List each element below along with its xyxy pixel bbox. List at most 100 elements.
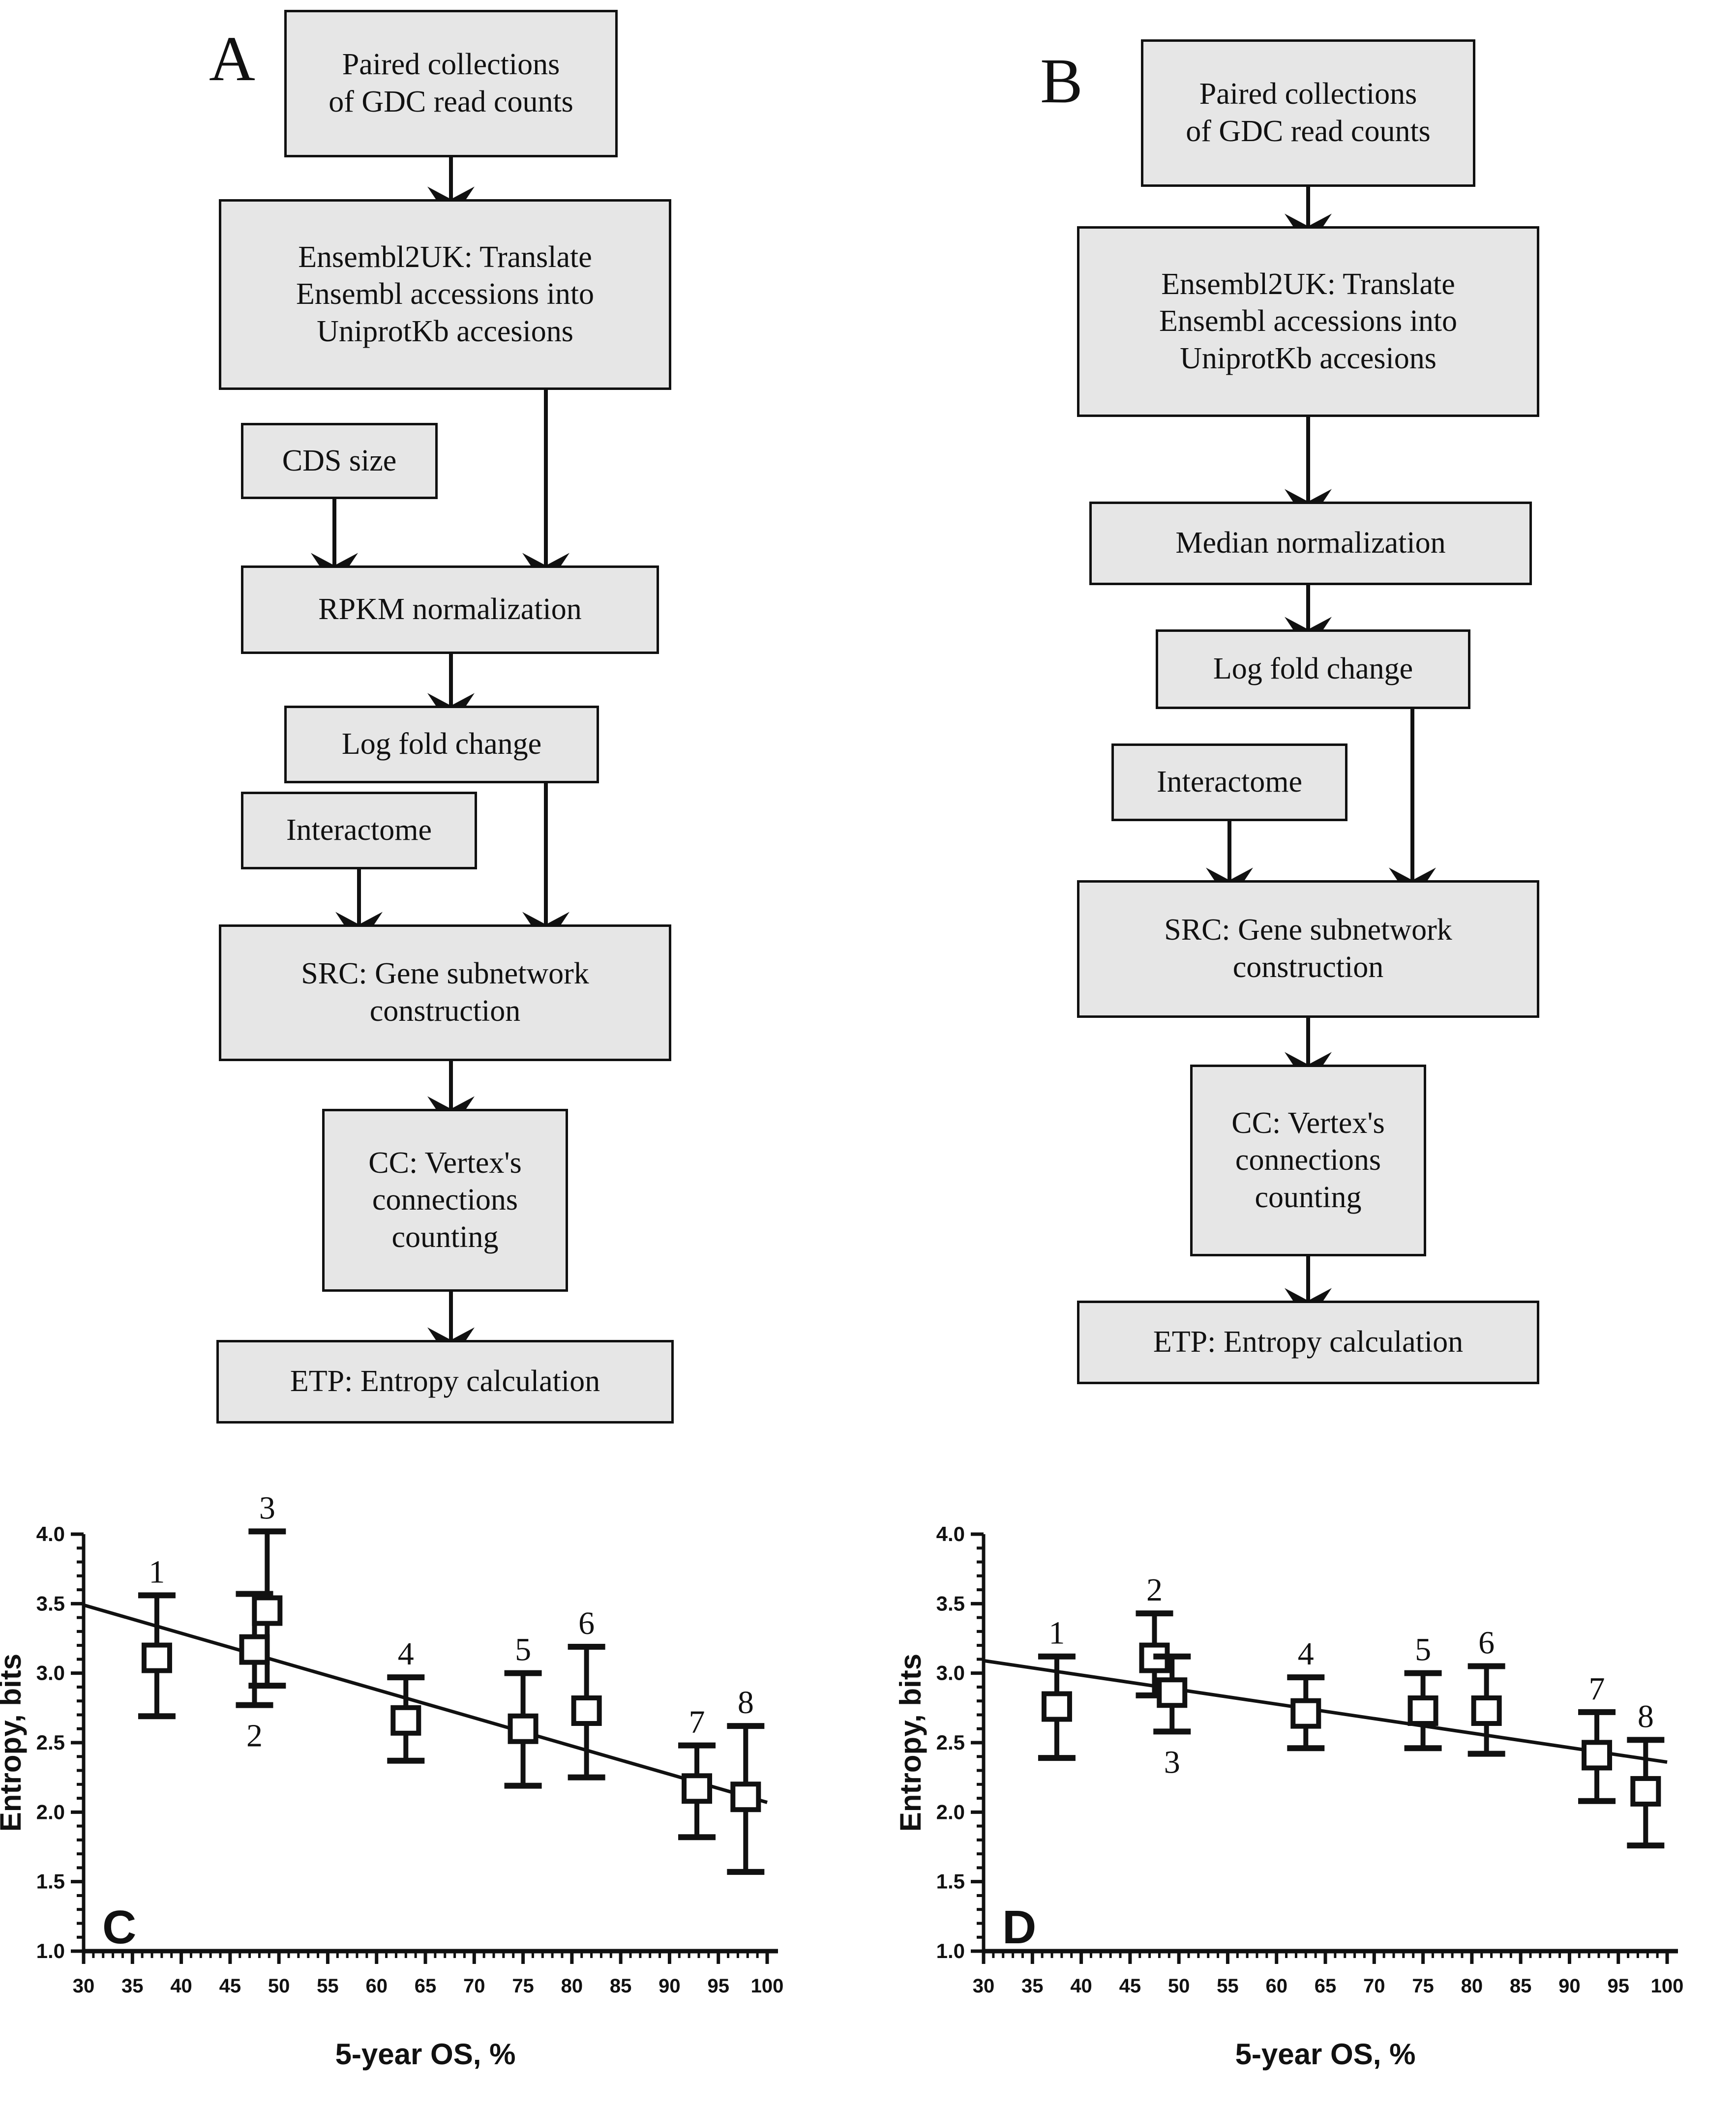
y-axis-title: Entropy, bits	[0, 1654, 27, 1832]
data-point-label: 2	[246, 1718, 263, 1754]
data-point: 4	[1287, 1636, 1325, 1752]
flow-box-cc-vertex-counting[interactable]: CC: Vertex's connections counting	[322, 1109, 568, 1292]
data-point-label: 2	[1146, 1572, 1163, 1608]
x-tick-label: 55	[1217, 1975, 1239, 1997]
x-tick-label: 100	[751, 1975, 784, 1997]
panel-a: A Paired collections of GDC read counts …	[0, 0, 836, 1465]
marker-open-square	[1157, 1677, 1188, 1708]
x-axis-title: 5-year OS, %	[335, 2038, 516, 2071]
x-tick-label: 60	[365, 1975, 388, 1997]
x-tick-label: 55	[317, 1975, 339, 1997]
flow-box-etp-entropy[interactable]: ETP: Entropy calculation	[1077, 1301, 1539, 1384]
flow-box-interactome[interactable]: Interactome	[241, 792, 477, 869]
flow-box-ensembl2uk[interactable]: Ensembl2UK: Translate Ensembl accessions…	[1077, 226, 1539, 417]
trend-line	[83, 1603, 768, 1804]
marker-open-square	[571, 1695, 602, 1726]
flow-box-src-subnetwork[interactable]: SRC: Gene subnetwork construction	[219, 924, 671, 1061]
flow-box-cds-size[interactable]: CDS size	[241, 423, 438, 499]
x-tick-label: 70	[1363, 1975, 1385, 1997]
y-tick-label: 3.5	[36, 1592, 65, 1615]
data-point-label: 6	[578, 1605, 595, 1641]
marker-open-square	[1471, 1695, 1502, 1726]
marker-open-square	[141, 1642, 172, 1673]
x-tick-label: 80	[561, 1975, 583, 1997]
x-tick-label: 45	[1119, 1975, 1141, 1997]
flow-box-log-fold-change[interactable]: Log fold change	[1156, 629, 1470, 709]
data-point-label: 1	[1048, 1615, 1065, 1651]
data-point-label: 6	[1478, 1625, 1495, 1661]
data-point-label: 8	[738, 1685, 754, 1721]
y-tick-label: 1.5	[36, 1870, 65, 1893]
y-tick-label: 3.5	[936, 1592, 965, 1615]
data-point: 6	[568, 1605, 605, 1781]
data-point-label: 5	[1415, 1632, 1431, 1668]
flow-box-log-fold-change[interactable]: Log fold change	[284, 706, 599, 783]
data-point-label: 4	[398, 1636, 414, 1672]
flow-box-cc-vertex-counting[interactable]: CC: Vertex's connections counting	[1190, 1065, 1426, 1256]
x-tick-label: 95	[707, 1975, 729, 1997]
data-point: 4	[387, 1636, 425, 1764]
x-tick-label: 35	[121, 1975, 144, 1997]
data-point-label: 5	[515, 1632, 531, 1668]
y-tick-label: 2.5	[936, 1731, 965, 1754]
x-tick-label: 35	[1021, 1975, 1044, 1997]
y-tick-label: 2.5	[36, 1731, 65, 1754]
x-tick-label: 90	[658, 1975, 681, 1997]
y-tick-label: 1.0	[936, 1939, 965, 1962]
data-point: 5	[504, 1632, 542, 1789]
data-point: 7	[1578, 1671, 1616, 1804]
x-tick-label: 85	[610, 1975, 632, 1997]
x-tick-label: 60	[1265, 1975, 1287, 1997]
x-tick-label: 50	[268, 1975, 290, 1997]
data-point: 3	[1153, 1653, 1191, 1780]
x-axis-title: 5-year OS, %	[1235, 2038, 1416, 2071]
panel-b-letter: B	[1040, 46, 1083, 117]
x-tick-label: 75	[1412, 1975, 1434, 1997]
y-tick-label: 2.0	[36, 1800, 65, 1823]
y-tick-label: 4.0	[936, 1522, 965, 1545]
flow-box-etp-entropy[interactable]: ETP: Entropy calculation	[216, 1340, 674, 1424]
data-point-label: 4	[1298, 1636, 1314, 1672]
x-tick-label: 65	[415, 1975, 437, 1997]
data-point: 6	[1467, 1625, 1505, 1757]
marker-open-square	[252, 1595, 283, 1626]
x-tick-label: 45	[219, 1975, 241, 1997]
data-point-label: 7	[1589, 1671, 1605, 1707]
x-tick-label: 70	[463, 1975, 485, 1997]
data-point-label: 3	[1164, 1744, 1180, 1780]
chart-panel-letter: D	[1002, 1901, 1036, 1954]
data-point: 1	[1038, 1615, 1076, 1761]
data-point: 1	[138, 1554, 176, 1720]
flow-box-ensembl2uk[interactable]: Ensembl2UK: Translate Ensembl accessions…	[219, 199, 671, 390]
marker-open-square	[1630, 1776, 1661, 1807]
flow-box-src-subnetwork[interactable]: SRC: Gene subnetwork construction	[1077, 880, 1539, 1018]
x-tick-label: 30	[73, 1975, 95, 1997]
data-point: 3	[248, 1490, 286, 1689]
x-tick-label: 30	[973, 1975, 995, 1997]
flow-box-rpkm-normalization[interactable]: RPKM normalization	[241, 565, 659, 654]
marker-open-square	[730, 1781, 761, 1812]
x-tick-label: 50	[1168, 1975, 1190, 1997]
x-tick-label: 90	[1558, 1975, 1581, 1997]
flow-box-interactome[interactable]: Interactome	[1111, 743, 1347, 821]
flow-box-paired-collections[interactable]: Paired collections of GDC read counts	[284, 10, 618, 157]
y-tick-label: 4.0	[36, 1522, 65, 1545]
y-tick-label: 1.0	[36, 1939, 65, 1962]
flow-box-paired-collections[interactable]: Paired collections of GDC read counts	[1141, 39, 1475, 187]
x-tick-label: 80	[1461, 1975, 1483, 1997]
x-tick-label: 100	[1651, 1975, 1684, 1997]
flow-box-median-normalization[interactable]: Median normalization	[1089, 502, 1532, 585]
marker-open-square	[1290, 1698, 1321, 1729]
data-point: 5	[1404, 1632, 1442, 1752]
data-point: 2	[1136, 1572, 1173, 1698]
data-point-label: 1	[149, 1554, 165, 1590]
y-tick-label: 1.5	[936, 1870, 965, 1893]
data-point-label: 3	[259, 1490, 275, 1526]
marker-open-square	[682, 1773, 713, 1804]
y-axis-title: Entropy, bits	[894, 1654, 927, 1832]
x-tick-label: 65	[1315, 1975, 1337, 1997]
